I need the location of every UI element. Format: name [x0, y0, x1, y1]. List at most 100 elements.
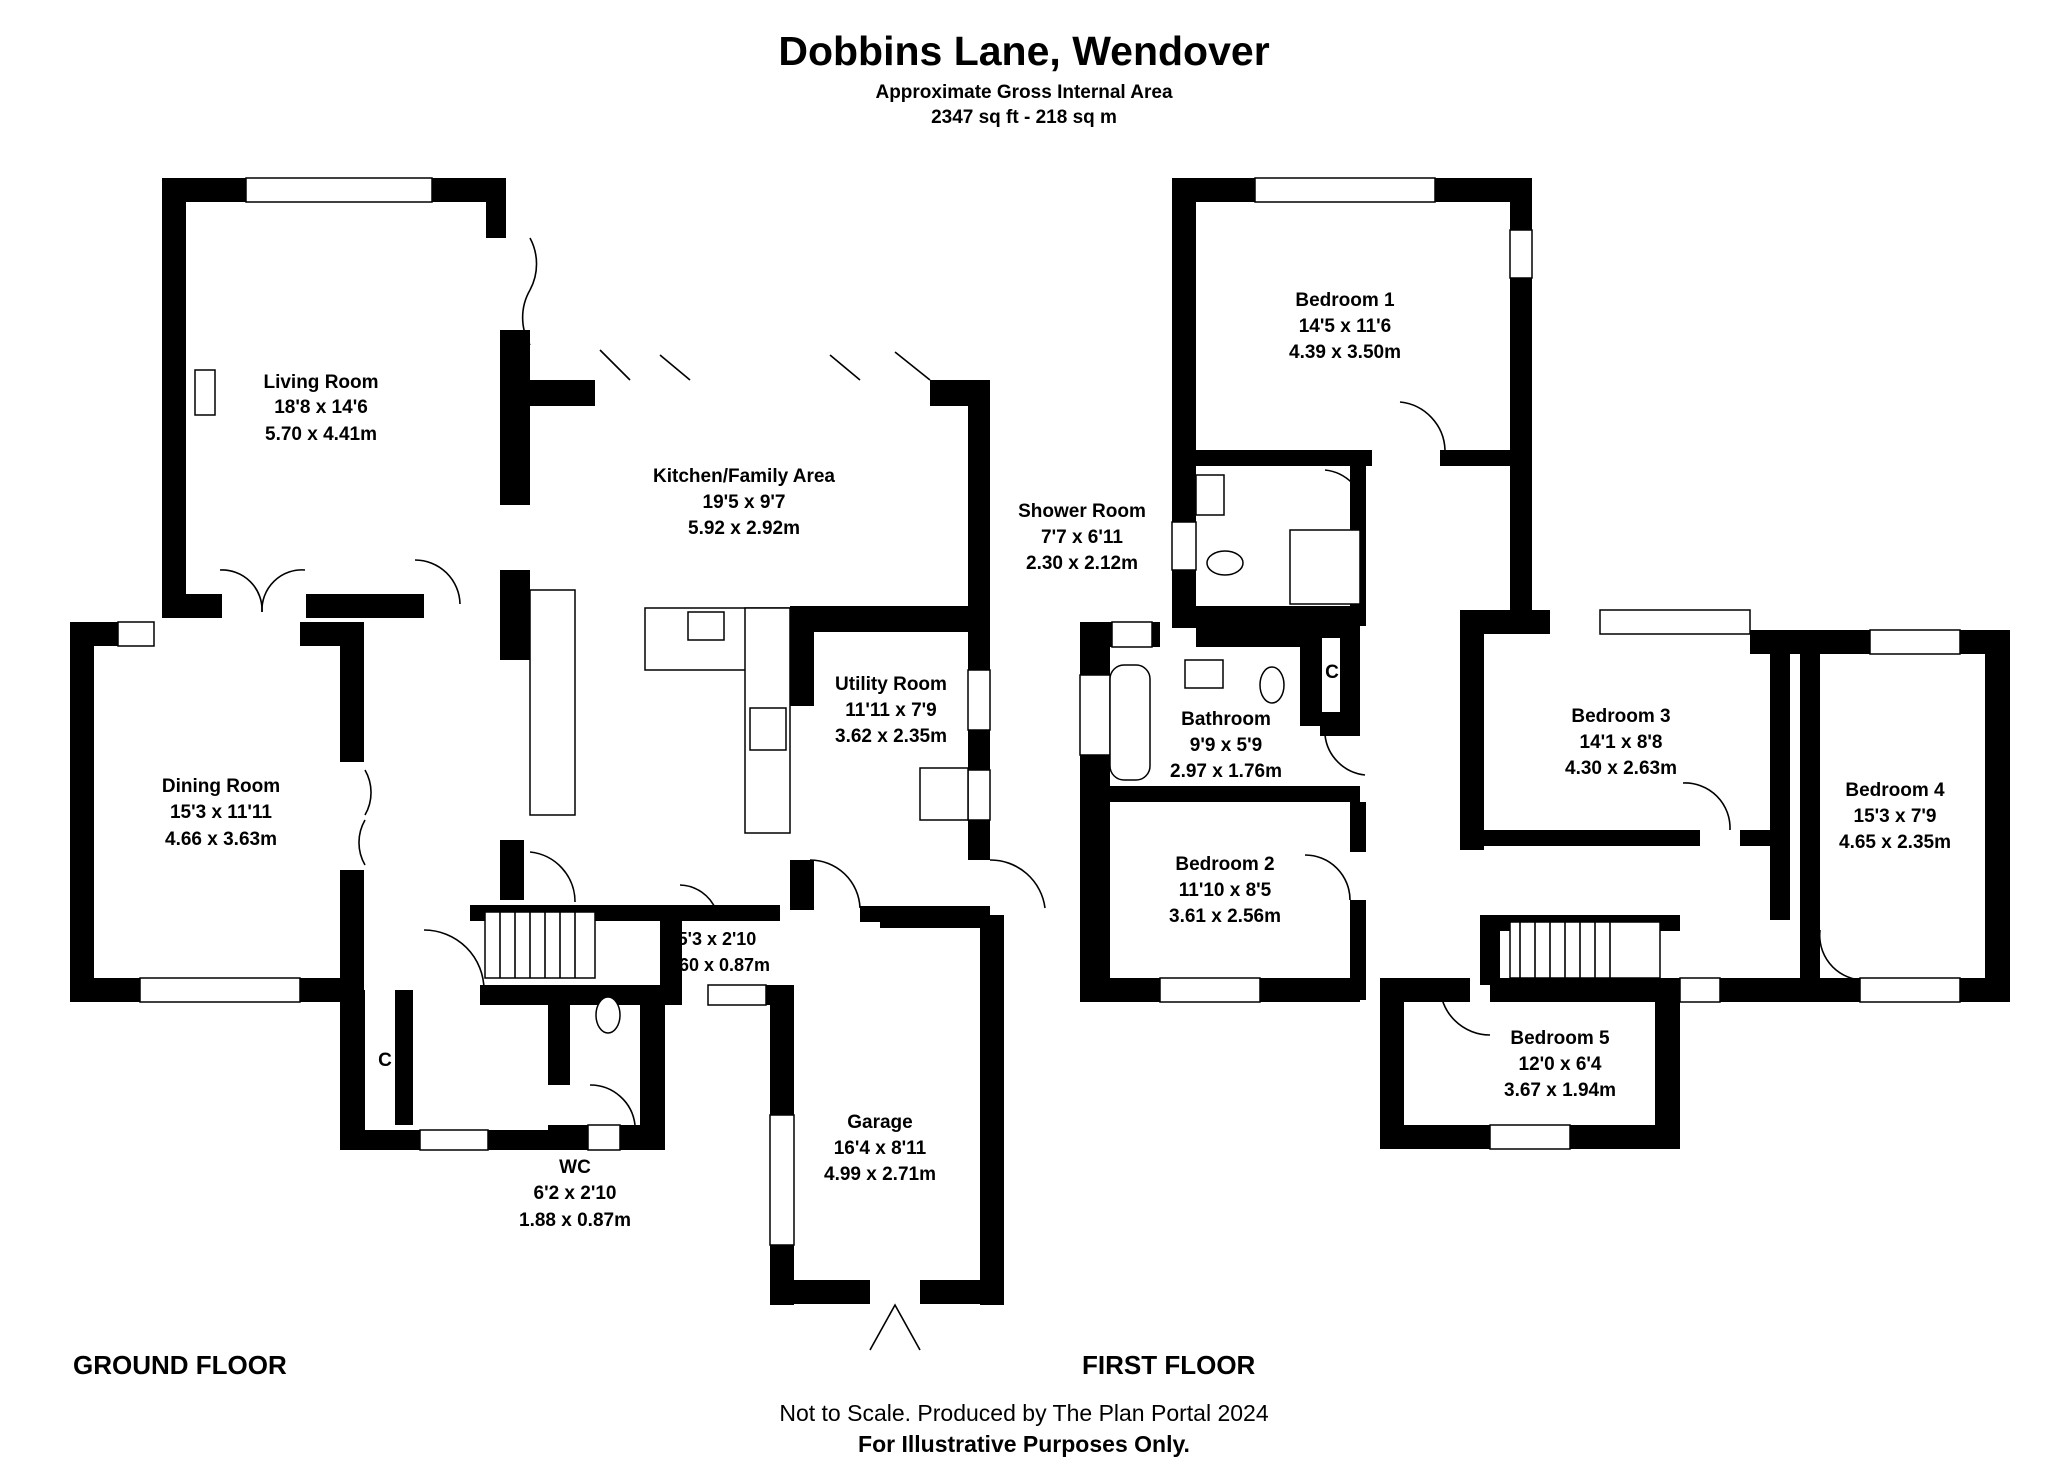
- room-name-living: Living Room: [263, 372, 378, 393]
- room-name-garage: Garage: [847, 1112, 912, 1133]
- wall: [640, 990, 665, 1150]
- first-floor-windows: [1079, 177, 1961, 1150]
- plan-subtitle: Approximate Gross Internal Area: [875, 82, 1173, 103]
- window: [117, 621, 155, 647]
- plan-title: Dobbins Lane, Wendover: [778, 28, 1270, 74]
- wall: [1080, 978, 1160, 1002]
- ground-floor-windows: [117, 177, 991, 1246]
- wall: [980, 915, 1004, 1305]
- wall: [660, 905, 682, 1005]
- hob-icon: [749, 707, 787, 751]
- sink-icon: [687, 611, 725, 641]
- room-name-utility: Utility Room: [835, 674, 947, 695]
- wall: [486, 178, 506, 238]
- staircase: [484, 911, 596, 979]
- wall: [1655, 978, 1680, 1148]
- wall: [1172, 450, 1372, 466]
- bath-icon: [1109, 664, 1151, 781]
- wc-toilet-icon: [595, 996, 621, 1034]
- wall: [1440, 450, 1532, 466]
- wall: [880, 908, 990, 928]
- kitchen-counter: [529, 589, 576, 816]
- room-dims-bed5: 12'0 x 6'4: [1519, 1054, 1602, 1075]
- fireplace-icon: [194, 369, 216, 416]
- window: [419, 1129, 489, 1151]
- room-metric-bed4: 4.65 x 2.35m: [1839, 832, 1951, 853]
- wall: [70, 978, 140, 1002]
- window: [587, 1124, 621, 1151]
- first-floor-doors: [1304, 401, 1861, 1036]
- ground-floor-doors: [219, 237, 1046, 1351]
- room-metric-garage: 4.99 x 2.71m: [824, 1164, 936, 1185]
- toilet-icon: [1259, 666, 1285, 704]
- wall: [1300, 622, 1360, 638]
- wall: [1800, 630, 1870, 654]
- room-metric-store: 1.60 x 0.87m: [664, 955, 770, 975]
- window: [1509, 229, 1533, 279]
- room-name-shower: Shower Room: [1018, 501, 1146, 522]
- room-dims-bed2: 11'10 x 8'5: [1179, 880, 1272, 901]
- room-dims-bath: 9'9 x 5'9: [1190, 735, 1262, 756]
- wall: [790, 606, 990, 632]
- window: [1679, 977, 1721, 1003]
- room-dims-shower: 7'7 x 6'11: [1041, 527, 1123, 548]
- window: [1869, 629, 1961, 655]
- room-metric-bed1: 4.39 x 3.50m: [1289, 342, 1401, 363]
- window: [1171, 521, 1197, 571]
- wall: [525, 380, 595, 406]
- wall: [500, 570, 530, 660]
- room-dims-store: 5'3 x 2'10: [678, 929, 757, 949]
- room-dims-dining: 15'3 x 11'11: [170, 802, 272, 823]
- wall: [1960, 978, 2010, 1002]
- window: [1599, 609, 1751, 635]
- plan-area: 2347 sq ft - 218 sq m: [931, 107, 1117, 128]
- room-name-dining: Dining Room: [162, 776, 280, 797]
- wall: [1260, 978, 1360, 1002]
- room-name-bed4: Bedroom 4: [1845, 780, 1945, 801]
- wall: [790, 606, 814, 706]
- first-floor-fixtures: [1109, 474, 1661, 979]
- wall: [1510, 178, 1532, 628]
- room-dims-utility: 11'11 x 7'9: [845, 700, 936, 721]
- room-metric-shower: 2.30 x 2.12m: [1026, 553, 1138, 574]
- wall: [790, 860, 814, 910]
- ground-floor-label: GROUND FLOOR: [73, 1350, 287, 1380]
- room-metric-kitchen: 5.92 x 2.92m: [688, 518, 800, 539]
- shower-tray-icon: [1289, 529, 1361, 605]
- window: [967, 669, 991, 731]
- room-dims-bed4: 15'3 x 7'9: [1854, 806, 1937, 827]
- room-metric-bed3: 4.30 x 2.63m: [1565, 758, 1677, 779]
- wall: [1340, 622, 1360, 722]
- wall: [1770, 630, 1790, 920]
- wall: [1110, 786, 1360, 802]
- room-name-wc: WC: [559, 1157, 591, 1178]
- wall: [770, 1280, 870, 1304]
- wall: [1800, 630, 1820, 920]
- cupboard-label-first: C: [1325, 662, 1339, 683]
- window: [1489, 1124, 1571, 1150]
- room-dims-kitchen: 19'5 x 9'7: [703, 492, 786, 513]
- room-name-bed1: Bedroom 1: [1295, 290, 1395, 311]
- wall: [1985, 630, 2010, 1000]
- wall: [1570, 1125, 1680, 1149]
- wall: [1800, 920, 1820, 1000]
- window: [245, 177, 433, 203]
- wall: [548, 995, 570, 1085]
- wall: [1720, 978, 1800, 1002]
- room-name-bed2: Bedroom 2: [1175, 854, 1274, 875]
- window: [1111, 621, 1153, 648]
- room-metric-dining: 4.66 x 3.63m: [165, 829, 277, 850]
- window: [967, 769, 991, 821]
- wall: [1350, 802, 1366, 852]
- first-floor-label: FIRST FLOOR: [1082, 1350, 1256, 1380]
- basin-icon: [1195, 474, 1225, 516]
- window: [707, 984, 767, 1006]
- room-dims-garage: 16'4 x 8'11: [834, 1138, 927, 1159]
- wall: [1480, 915, 1500, 985]
- wall: [968, 820, 990, 860]
- footer-disclaimer: For Illustrative Purposes Only.: [858, 1431, 1190, 1457]
- wall: [1350, 900, 1366, 1000]
- wall: [1300, 712, 1360, 726]
- wall: [1196, 606, 1366, 622]
